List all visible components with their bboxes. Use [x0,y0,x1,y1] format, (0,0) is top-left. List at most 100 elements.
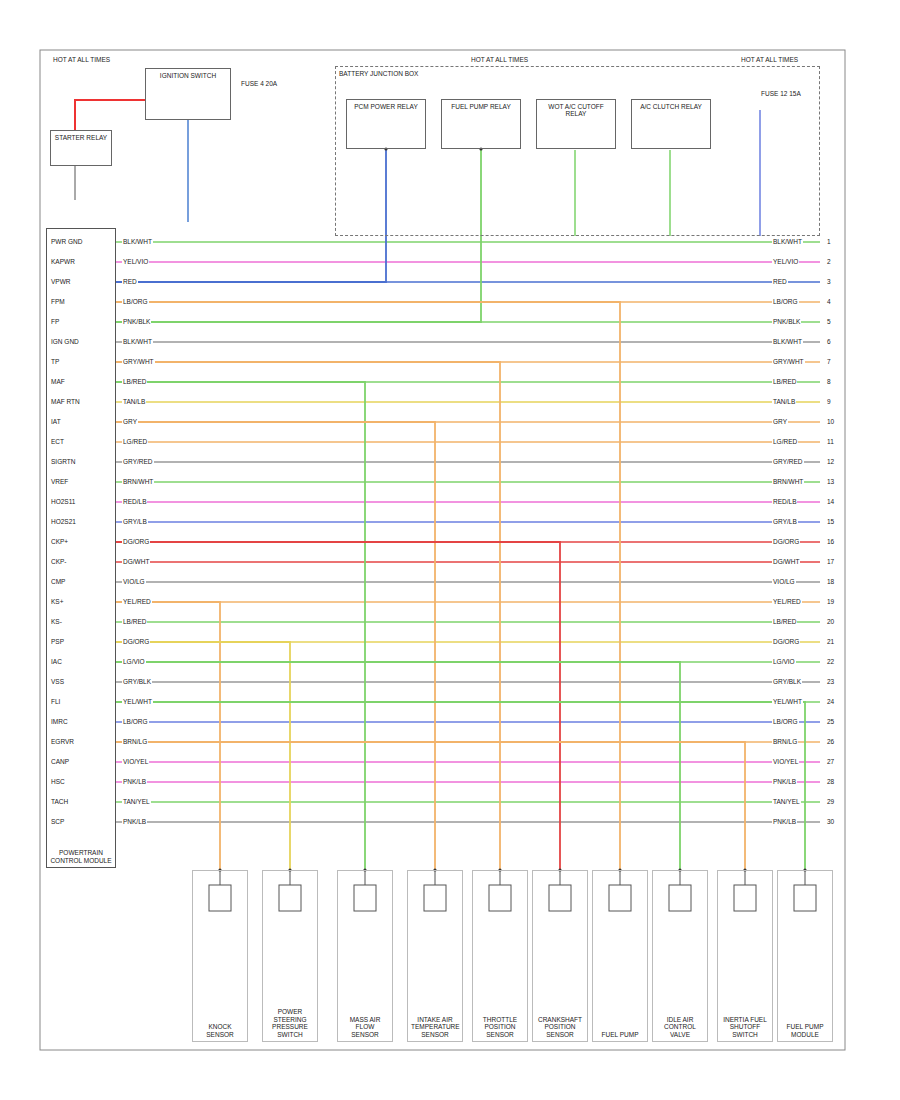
component: IDLE AIR CONTROL VALVE [652,870,708,1042]
pin-name: CKP+ [50,538,69,545]
component-symbol [778,871,832,931]
ground-wire [75,166,76,200]
node-label: KNOCK SENSOR [196,1023,244,1038]
fuse-wire [759,110,761,236]
pin-name: IAC [50,658,63,665]
wire-color: BLK/WHT [772,338,803,345]
component-lead [745,871,746,885]
wire-color: TAN/YEL [772,798,801,805]
node-label: FUEL PUMP MODULE [781,1023,829,1038]
switch-box: IGNITION SWITCH [145,68,231,120]
callout-number: 7 [826,358,832,365]
component-lead [365,871,366,885]
wire-color: LG/RED [772,438,798,445]
callout-number: 27 [826,758,835,765]
component: KNOCK SENSOR [192,870,248,1042]
wire-color: VIO/LG [772,578,796,585]
junction-box: BATTERY JUNCTION BOXPCM POWER RELAYFUEL … [335,66,820,236]
pin-name: FLI [50,698,61,705]
component-body [609,885,631,911]
wire-connector [116,149,386,282]
node-label: STARTER RELAY [54,134,108,141]
wire-color: BLK/WHT [772,238,803,245]
wire-connector [116,422,435,870]
component-symbol [338,871,392,931]
callout-number: 10 [826,418,835,425]
relay-box: STARTER RELAY [50,130,112,166]
pin-name: FP [50,318,60,325]
wire-color: RED/LB [122,498,147,505]
wire-color: LB/RED [122,618,147,625]
wire-color: DG/ORG [772,538,800,545]
wire-color: LB/ORG [122,298,149,305]
component-body [489,885,511,911]
wire-connector [116,362,500,870]
component-symbol [263,871,317,931]
component-lead [290,871,291,885]
wire-color: BRN/LG [772,738,798,745]
wire-color: YEL/VIO [122,258,149,265]
callout-number: 28 [826,778,835,785]
callout-number: 22 [826,658,835,665]
pin-name: FPM [50,298,66,305]
wire [116,501,820,502]
wire-color: GRY/WHT [772,358,805,365]
pin-name: SCP [50,818,65,825]
pin-name: IAT [50,418,62,425]
wire-color: YEL/VIO [772,258,799,265]
wire-color: YEL/WHT [772,698,803,705]
wire-color: DG/WHT [772,558,800,565]
component-lead [680,871,681,885]
wire [116,441,820,442]
wire [116,581,820,582]
pin-name: KS+ [50,598,64,605]
pin-name: IGN GND [50,338,80,345]
node-label: IGNITION SWITCH [149,72,227,79]
node-label: POWERTRAIN CONTROL MODULE [50,849,112,864]
component: FUEL PUMP [592,870,648,1042]
component-lead [805,871,806,885]
relay-wire [575,150,670,236]
wire-color: GRY/BLK [122,678,152,685]
pin-name: MAF [50,378,66,385]
wire-color: LG/RED [122,438,148,445]
wire-color: GRY [122,418,138,425]
component-symbol [593,871,647,931]
component-body [209,885,231,911]
wire-color: PNK/LB [122,778,147,785]
wire [116,481,820,482]
callout-number: 9 [826,398,832,405]
wire [116,601,820,602]
wire-color: PNK/BLK [122,318,151,325]
component-body [734,885,756,911]
wire-color: BRN/WHT [122,478,154,485]
component-body [669,885,691,911]
wire-color: RED [772,278,788,285]
pin-name: HO2S11 [50,498,76,505]
pin-name: MAF RTN [50,398,81,405]
pin-name: KS- [50,618,63,625]
node-label: BATTERY JUNCTION BOX [339,70,418,77]
wire [116,681,820,682]
wire-color: PNK/LB [122,818,147,825]
pin-name: CANP [50,758,70,765]
wire [116,721,820,722]
callout-number: 2 [826,258,832,265]
wire-color: YEL/RED [772,598,802,605]
component-body [424,885,446,911]
component-body [549,885,571,911]
component: MASS AIR FLOW SENSOR [337,870,393,1042]
wire-color: GRY/WHT [122,358,155,365]
node-label: INTAKE AIR TEMPERATURE SENSOR [411,1016,459,1038]
power-note: HOT AT ALL TIMES [52,56,111,63]
callout-number: 30 [826,818,835,825]
pin-name: VREF [50,478,69,485]
callout-number: 3 [826,278,832,285]
wire-color: TAN/YEL [122,798,151,805]
component-symbol [408,871,462,931]
wire-color: BLK/WHT [122,338,153,345]
wire [116,801,820,802]
component-lead [560,871,561,885]
callout-number: 8 [826,378,832,385]
